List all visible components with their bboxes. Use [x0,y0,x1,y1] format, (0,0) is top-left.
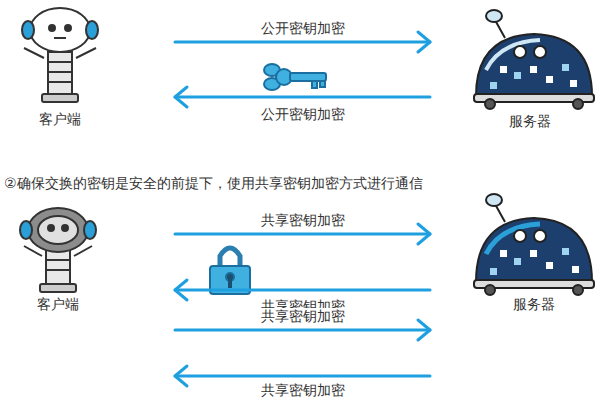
edge-label: 公开密钥加密 [259,106,347,122]
arrow-connector [175,280,430,300]
node-label: 服务器 [509,112,551,130]
client-robot [20,208,96,292]
arrow-connector [175,87,430,107]
server-robot [474,10,594,109]
edge-label: 共享密钥加密 [259,382,347,398]
edge-label: 共享密钥加密 [259,308,347,324]
node-label: 服务器 [513,295,555,313]
edge-label: 公开密钥加密 [259,20,347,36]
server-node: 服务器 [430,195,600,400]
step-heading: ②确保交换的密钥是安全的前提下，使用共享密钥加密方式进行通信 [4,174,423,192]
node-label: 客户端 [37,295,79,313]
lock-icon [210,248,250,294]
server-node: 服务器 [430,0,600,135]
edge-label: 共享密钥加密 [259,212,347,228]
client-robot [22,8,98,102]
node-label: 客户端 [39,110,81,128]
client-node: 客户端 [0,0,175,135]
server-robot [474,194,594,295]
client-node: 客户端 [0,195,175,400]
key-icon [264,64,326,90]
